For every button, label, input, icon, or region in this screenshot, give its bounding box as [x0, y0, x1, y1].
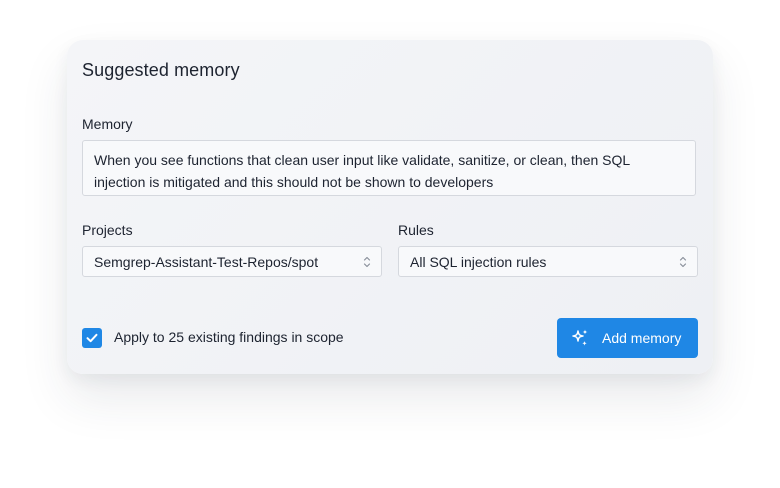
suggested-memory-card: Suggested memory Memory When you see fun… — [67, 40, 713, 374]
card-title: Suggested memory — [82, 60, 240, 80]
apply-checkbox[interactable] — [82, 328, 102, 348]
rules-label: Rules — [398, 222, 434, 238]
projects-select[interactable]: Semgrep-Assistant-Test-Repos/spot — [82, 246, 382, 277]
rules-select[interactable]: All SQL injection rules — [398, 246, 698, 277]
memory-label: Memory — [82, 116, 133, 132]
apply-checkbox-label[interactable]: Apply to 25 existing findings in scope — [114, 329, 344, 345]
rules-select-value: All SQL injection rules — [410, 253, 547, 270]
chevron-up-down-icon — [679, 256, 687, 268]
add-memory-button[interactable]: Add memory — [557, 318, 698, 358]
checkmark-icon — [86, 333, 98, 343]
projects-label: Projects — [82, 222, 133, 238]
projects-select-value: Semgrep-Assistant-Test-Repos/spot — [94, 253, 319, 270]
sparkle-icon — [572, 329, 588, 346]
add-memory-button-label: Add memory — [602, 330, 682, 346]
memory-textarea[interactable]: When you see functions that clean user i… — [82, 140, 696, 196]
chevron-up-down-icon — [363, 256, 371, 268]
